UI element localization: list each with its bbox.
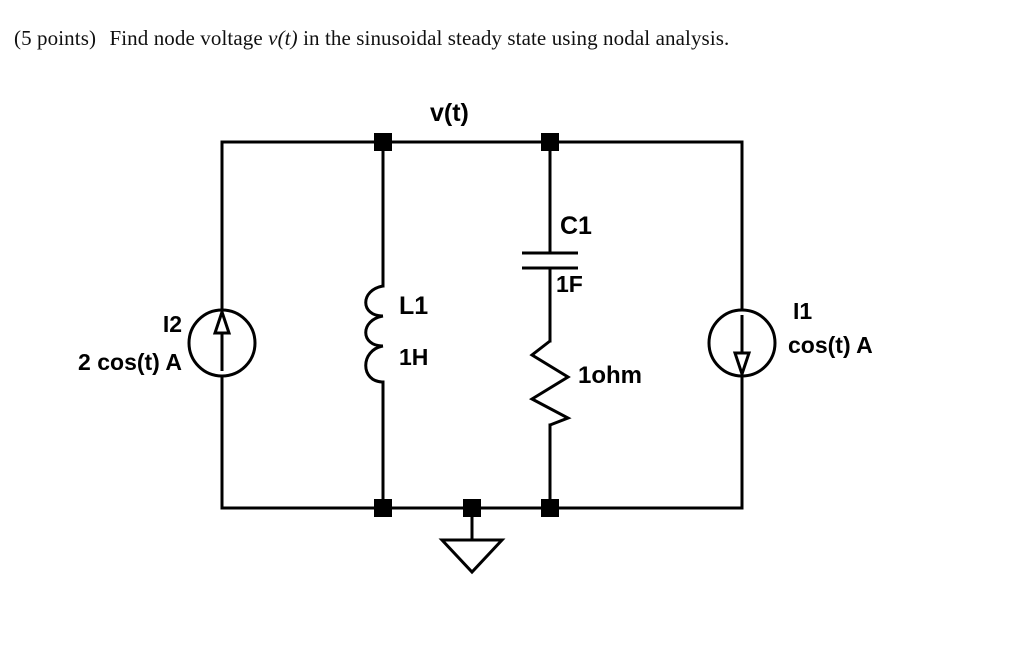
capacitor-value: 1F (556, 271, 583, 297)
inductor-loop-2 (364, 314, 384, 348)
capacitor-designator: C1 (560, 212, 592, 240)
source-i1-value: cos(t) A (788, 332, 873, 358)
current-source-i2 (187, 307, 257, 378)
question-variable: v(t) (268, 26, 298, 50)
question-body-before: Find node voltage (109, 26, 263, 50)
ground-icon (438, 538, 506, 575)
current-source-i2-arrow-head-up-icon (212, 307, 232, 335)
source-i2-designator: I2 (162, 311, 182, 337)
question-body-after: in the sinusoidal steady state using nod… (303, 26, 730, 50)
node-top-right (541, 133, 559, 151)
question-text: (5 points) Find node voltage v(t) in the… (14, 26, 1004, 51)
inductor-designator: L1 (399, 292, 429, 320)
resistor-value: 1ohm (578, 362, 643, 389)
current-source-i1-arrow-head-down-icon (732, 351, 752, 379)
resistor-symbol (528, 339, 572, 427)
node-markers (374, 133, 559, 517)
inductor-loop-1 (364, 284, 384, 318)
node-voltage-label: v(t) (430, 99, 469, 127)
capacitor-c1-symbol (522, 251, 578, 270)
inductor-value: 1H (399, 344, 429, 370)
node-top-left (374, 133, 392, 151)
node-bottom-right (541, 499, 559, 517)
question-points: (5 points) (14, 26, 97, 50)
node-bottom-ground (463, 499, 481, 517)
current-source-i1 (707, 308, 777, 379)
source-i2-value: 2 cos(t) A (78, 349, 182, 375)
inductor-l1-symbol (364, 284, 384, 384)
source-i1-designator: I1 (793, 298, 813, 324)
node-bottom-left (374, 499, 392, 517)
inductor-loop-3 (364, 344, 384, 384)
